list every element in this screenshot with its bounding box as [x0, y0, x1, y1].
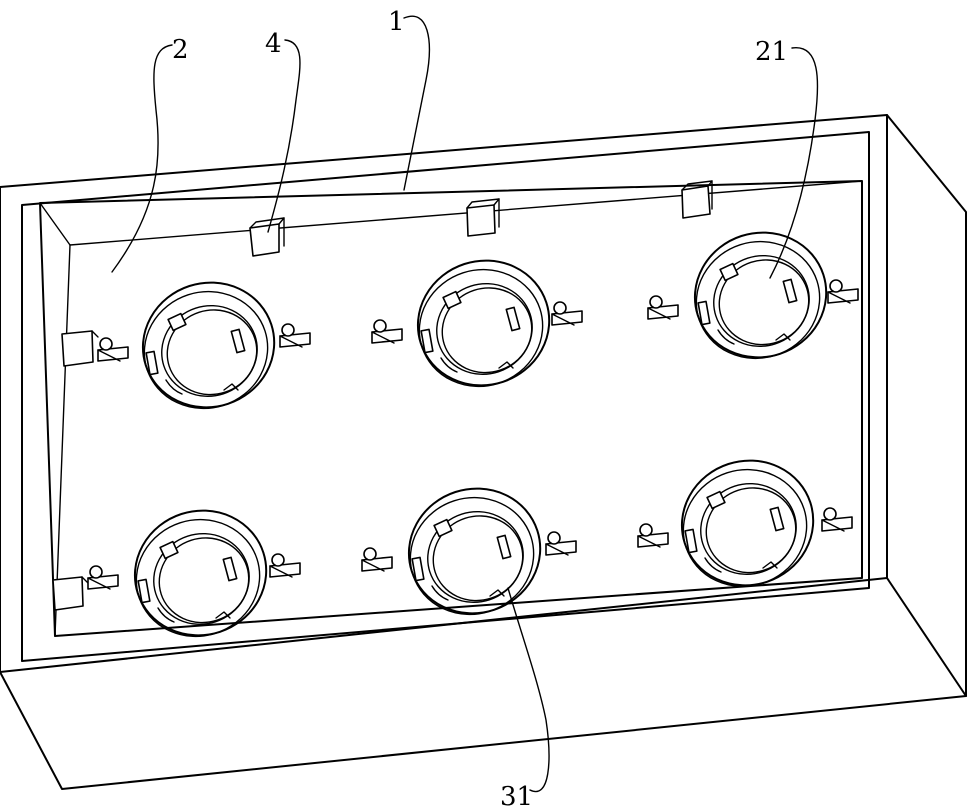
roller-bracket — [98, 338, 128, 361]
roller-bracket — [648, 296, 678, 319]
roller-bracket — [828, 280, 858, 303]
roller-bracket — [638, 524, 668, 547]
roller-bracket — [280, 324, 310, 347]
reference-labels: 1 2 4 21 31 — [172, 7, 788, 810]
roller-bracket — [546, 532, 576, 555]
roller-bracket — [552, 302, 582, 325]
roller-bracket — [822, 508, 852, 531]
ring-assembly — [666, 444, 830, 603]
sensor-block — [53, 577, 88, 610]
ring-assembly — [119, 494, 283, 653]
label-sensor-block: 4 — [265, 29, 282, 59]
cavity-panel — [40, 181, 862, 636]
label-ring-assembly: 31 — [500, 782, 533, 810]
leader-line-1 — [404, 16, 429, 190]
leader-lines — [112, 16, 818, 791]
roller-bracket — [88, 566, 118, 589]
sensor-block — [467, 199, 499, 236]
roller-bracket — [270, 554, 300, 577]
ring-assembly — [679, 216, 843, 375]
label-cavity: 2 — [172, 35, 189, 65]
roller-bracket — [372, 320, 402, 343]
ring-assembly — [127, 266, 291, 425]
roller-bracket — [362, 548, 392, 571]
label-housing: 1 — [388, 7, 405, 37]
sensor-blocks-top — [250, 181, 712, 256]
leader-line-4 — [268, 40, 300, 232]
label-ring-opening: 21 — [755, 37, 788, 67]
ring-assembly — [402, 244, 566, 403]
sensor-block — [62, 331, 98, 366]
roller-brackets — [88, 280, 858, 589]
sensor-block — [250, 218, 284, 256]
